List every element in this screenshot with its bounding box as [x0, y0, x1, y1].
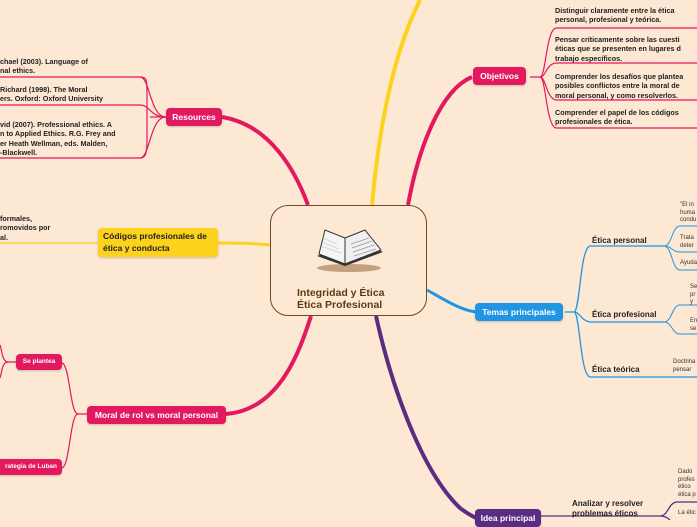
analizar-item[interactable]: La étic: [678, 510, 696, 516]
moral-node[interactable]: Moral de rol vs moral personal: [87, 406, 226, 424]
analizar-node[interactable]: Analizar y resolver problemas éticos: [572, 499, 644, 518]
objetivos-node[interactable]: Objetivos: [473, 67, 526, 85]
etica-profesional-item[interactable]: Se pr y: [690, 284, 697, 306]
idea-principal-node[interactable]: Idea principal: [475, 509, 541, 527]
open-book-icon: [317, 229, 383, 272]
etica-personal-node[interactable]: Ética personal: [592, 236, 647, 245]
codigos-node[interactable]: Códigos profesionales de ética y conduct…: [98, 228, 218, 257]
analizar-item[interactable]: Dado profes ético ética p: [678, 469, 696, 498]
central-topic[interactable]: Integridad y Ética Ética Profesional: [270, 205, 427, 316]
moral-child-estrategia-luban[interactable]: rategia de Luban: [0, 459, 62, 475]
etica-personal-item[interactable]: Trata deter: [680, 235, 694, 249]
codigos-item[interactable]: formales, romovidos por al.: [0, 214, 51, 242]
etica-profesional-node[interactable]: Ética profesional: [592, 310, 657, 319]
connector-resources: [221, 115, 310, 206]
objetivo-item[interactable]: Pensar críticamente sobre las cuesti éti…: [555, 35, 681, 63]
connector-temas: [426, 288, 477, 314]
objetivo-item[interactable]: Comprender el papel de los códigos profe…: [555, 108, 679, 127]
etica-teorica-item[interactable]: Doctrina pensar: [673, 359, 696, 373]
etica-personal-item[interactable]: "El in huma condu: [680, 202, 697, 224]
etica-teorica-node[interactable]: Ética teórica: [592, 365, 640, 374]
connector-objetivos: [406, 75, 473, 206]
moral-child-se-plantea[interactable]: Se plantea: [16, 354, 62, 370]
central-title: Integridad y Ética Ética Profesional: [297, 287, 385, 311]
resource-item[interactable]: vid (2007). Professional ethics. A n to …: [0, 120, 116, 157]
objetivo-item[interactable]: Comprender los desafíos que plantea posi…: [555, 72, 684, 100]
etica-profesional-item[interactable]: En se: [690, 318, 697, 332]
etica-personal-item[interactable]: Ayuda: [680, 260, 697, 266]
resources-node[interactable]: Resources: [166, 108, 222, 126]
connector-idea: [374, 315, 477, 520]
connector-moral: [225, 315, 313, 416]
resource-item[interactable]: chael (2003). Language of nal ethics.: [0, 57, 88, 76]
connector-yellow-top: [370, 0, 422, 206]
temas-node[interactable]: Temas principales: [475, 303, 563, 321]
connector-codigos: [217, 241, 271, 247]
objetivo-item[interactable]: Distinguir claramente entre la ética per…: [555, 6, 675, 25]
resource-item[interactable]: Richard (1998). The Moral ers. Oxford: O…: [0, 85, 104, 104]
